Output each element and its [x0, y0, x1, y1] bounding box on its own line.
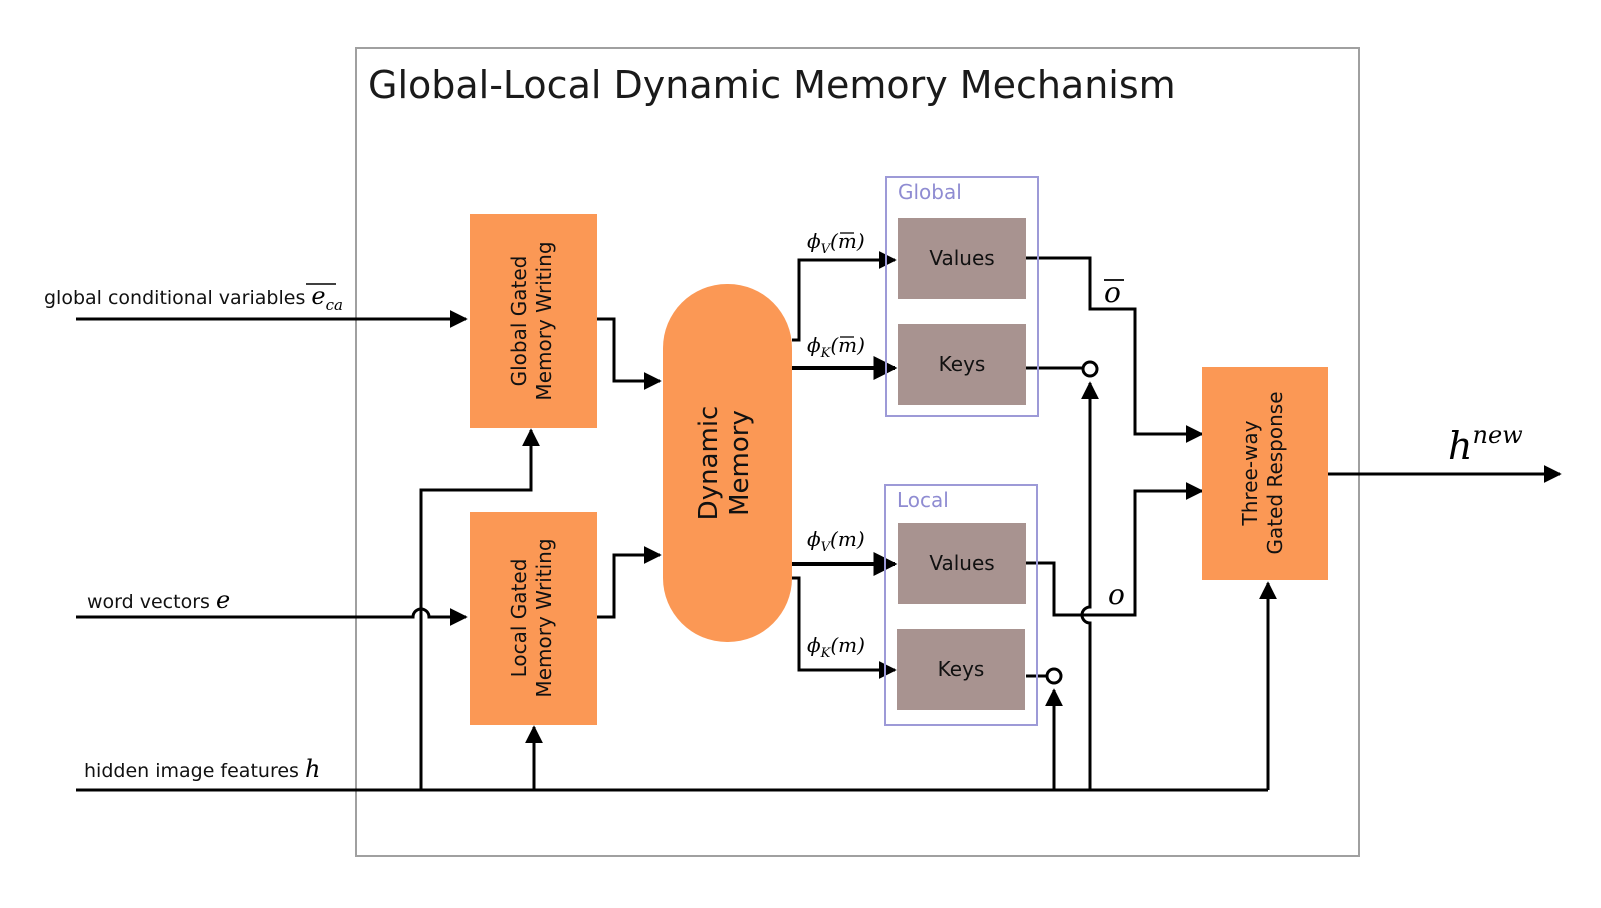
- global-values-label: Values: [929, 246, 994, 270]
- local-memory-group: Local Values Keys: [884, 484, 1038, 726]
- phi-k-global-label: ϕK(m): [807, 333, 865, 361]
- dynamic-memory-label-2: Memory: [725, 410, 755, 516]
- global-memory-group: Global Values Keys: [885, 176, 1039, 417]
- o-bar-label: o: [1104, 276, 1121, 309]
- dynamic-memory-block: Dynamic Memory: [663, 284, 792, 642]
- phi-v-local-label: ϕV(m): [807, 527, 865, 555]
- global-keys-label: Keys: [939, 352, 986, 376]
- global-conditional-variables-label: global conditional variables eca: [44, 282, 343, 314]
- local-gated-memory-writing-block: Local Gated Memory Writing: [470, 512, 597, 725]
- local-gate-junction: [1045, 667, 1063, 685]
- global-values-box: [898, 218, 1026, 299]
- dynamic-memory-label-1: Dynamic: [694, 406, 724, 521]
- local-keys-label: Keys: [938, 657, 985, 681]
- global-writing-label-2: Memory Writing: [532, 241, 556, 400]
- global-gated-memory-writing-block: Global Gated Memory Writing: [470, 214, 597, 428]
- three-way-label-1: Three-way: [1238, 420, 1262, 526]
- phi-v-global-label: ϕV(m): [807, 229, 865, 257]
- global-writing-label-1: Global Gated: [507, 256, 531, 387]
- three-way-gated-response-block: Three-way Gated Response: [1202, 367, 1328, 580]
- word-vectors-label: word vectors e: [87, 586, 230, 614]
- global-gate-junction: [1081, 360, 1099, 378]
- local-keys-box: [897, 629, 1025, 710]
- local-group-label: Local: [897, 488, 949, 512]
- global-group-label: Global: [898, 180, 962, 204]
- global-keys-box: [898, 324, 1026, 405]
- three-way-label-2: Gated Response: [1263, 391, 1287, 554]
- local-values-box: [898, 523, 1026, 604]
- connections: [76, 251, 1562, 792]
- output-h-new-label: hnew: [1448, 421, 1523, 468]
- diagram-title: Global-Local Dynamic Memory Mechanism: [368, 63, 1176, 107]
- local-writing-label-1: Local Gated: [507, 559, 531, 678]
- local-values-label: Values: [929, 551, 994, 575]
- o-label: o: [1108, 578, 1125, 611]
- local-writing-label-2: Memory Writing: [532, 538, 556, 697]
- mechanism-frame: [355, 47, 1360, 857]
- hidden-image-features-label: hidden image features h: [84, 755, 320, 783]
- phi-k-local-label: ϕK(m): [807, 633, 865, 661]
